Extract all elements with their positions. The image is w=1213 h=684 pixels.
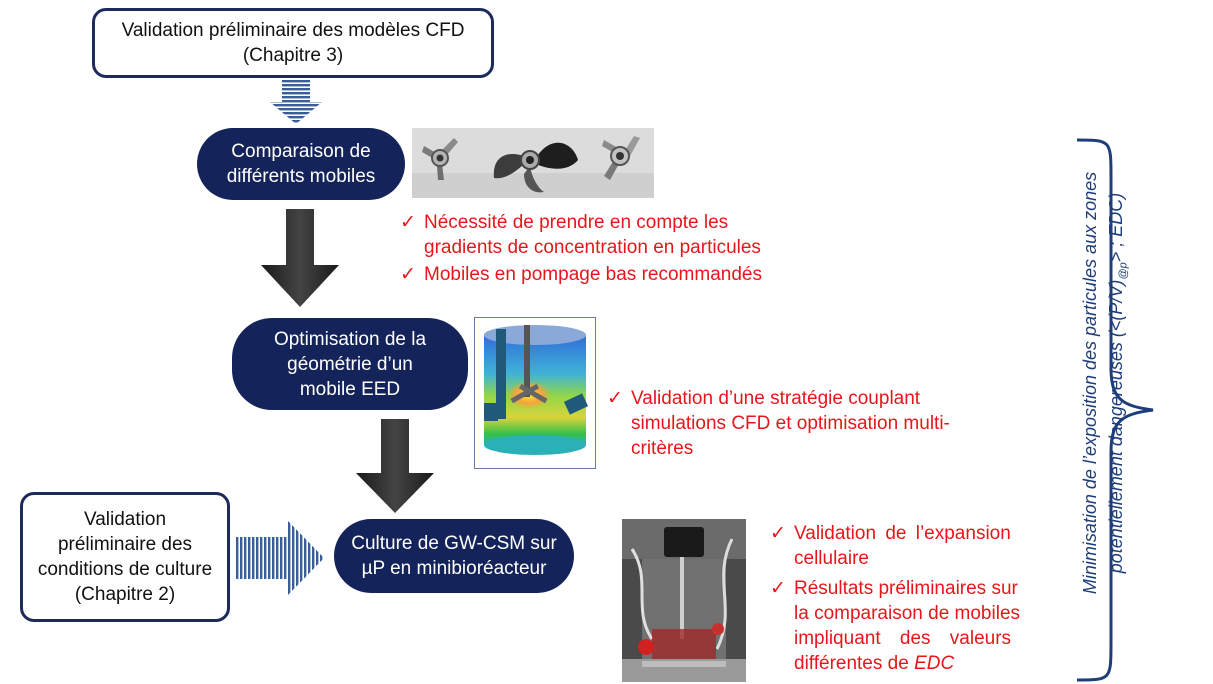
check-icon: ✓ [607, 388, 623, 409]
step2-note-1-line3: critères [631, 438, 694, 459]
step3-note-2-line2: la comparaison de mobiles [794, 603, 1021, 624]
side-label-line1: Minimisation de l’exposition des particu… [1080, 171, 1100, 595]
step2-line2: géométrie d’un [287, 353, 413, 375]
impellers-photo [412, 128, 654, 198]
step2-line1: Optimisation de la [273, 328, 427, 350]
side-label: Minimisation de l’exposition des particu… [1077, 133, 1131, 633]
check-icon: ✓ [770, 578, 786, 599]
top-validation-box: Validation préliminaire des modèles CFD … [92, 8, 494, 78]
check-icon: ✓ [770, 523, 786, 544]
right-brace-icon [1076, 138, 1154, 682]
step3-note-1-line1: Validation de l’expansion [794, 523, 1011, 544]
step1-line2: différents mobiles [226, 166, 376, 187]
left-box-line1: Validation [83, 509, 167, 530]
left-box-line4: (Chapitre 2) [74, 584, 176, 605]
step1-line1: Comparaison de [231, 141, 371, 162]
step-geometry-optimisation: Optimisation de la géométrie d’un mobile… [232, 318, 468, 410]
step3-note-2-line4-text: différentes de [794, 653, 915, 674]
step3-note-1-line2: cellulaire [794, 548, 869, 569]
arrow-down-icon [261, 209, 339, 307]
step1-note-1: ✓ Nécessité de prendre en compte les gra… [400, 210, 850, 260]
check-icon: ✓ [400, 264, 416, 285]
step1-note-2: ✓ Mobiles en pompage bas recommandés [400, 262, 850, 287]
arrow-down-icon [356, 419, 434, 513]
side-label-subscript: @p [1117, 262, 1130, 280]
step3-note-2-line1: Résultats préliminaires sur [794, 578, 1018, 599]
step3-note-2-line4-edc: EDC [914, 653, 955, 674]
step-culture-minibioreactor: Culture de GW-CSM sur µP en minibioréact… [334, 519, 574, 593]
step2-line3: mobile EED [299, 378, 401, 400]
top-box-line2: (Chapitre 3) [242, 45, 344, 66]
striped-arrow-down-icon [270, 80, 322, 124]
step1-note-2-line1: Mobiles en pompage bas recommandés [424, 264, 762, 285]
striped-arrow-right-icon [236, 521, 324, 595]
step1-note-1-line2: gradients de concentration en particules [424, 237, 761, 258]
side-label-line2-end: > ; EDC) [1106, 192, 1126, 263]
step2-note-1-line2: simulations CFD et optimisation multi- [631, 413, 950, 434]
step-comparison-mobiles: Comparaison de différents mobiles [197, 128, 405, 200]
check-icon: ✓ [400, 212, 416, 233]
left-box-line2: préliminaire des [57, 534, 193, 555]
step3-line2: µP en minibioréacteur [361, 558, 547, 579]
side-label-line2: potentiellement dangereuses (<(P/V)@p> ;… [1103, 133, 1137, 633]
bioreactor-photo [622, 519, 746, 682]
step2-note-1: ✓ Validation d’une stratégie couplant si… [607, 386, 1027, 461]
step3-line1: Culture de GW-CSM sur [351, 533, 557, 554]
cfd-simulation-image [474, 317, 596, 469]
step3-note-2-line3: impliquant des valeurs [794, 628, 1012, 649]
step3-note-1: ✓ Validation de l’expansion cellulaire [770, 521, 1050, 571]
side-label-line2-text: potentiellement dangereuses (<(P/V) [1106, 279, 1126, 574]
step1-note-1-line1: Nécessité de prendre en compte les [424, 212, 729, 233]
left-box-line3: conditions de culture [37, 559, 213, 580]
step2-note-1-line1: Validation d’une stratégie couplant [631, 388, 921, 409]
top-box-line1: Validation préliminaire des modèles CFD [121, 20, 465, 41]
step3-note-2: ✓ Résultats préliminaires sur la compara… [770, 576, 1050, 676]
step3-note-2-line4: différentes de EDC [794, 651, 1050, 676]
culture-conditions-box: Validation préliminaire des conditions d… [20, 492, 230, 622]
